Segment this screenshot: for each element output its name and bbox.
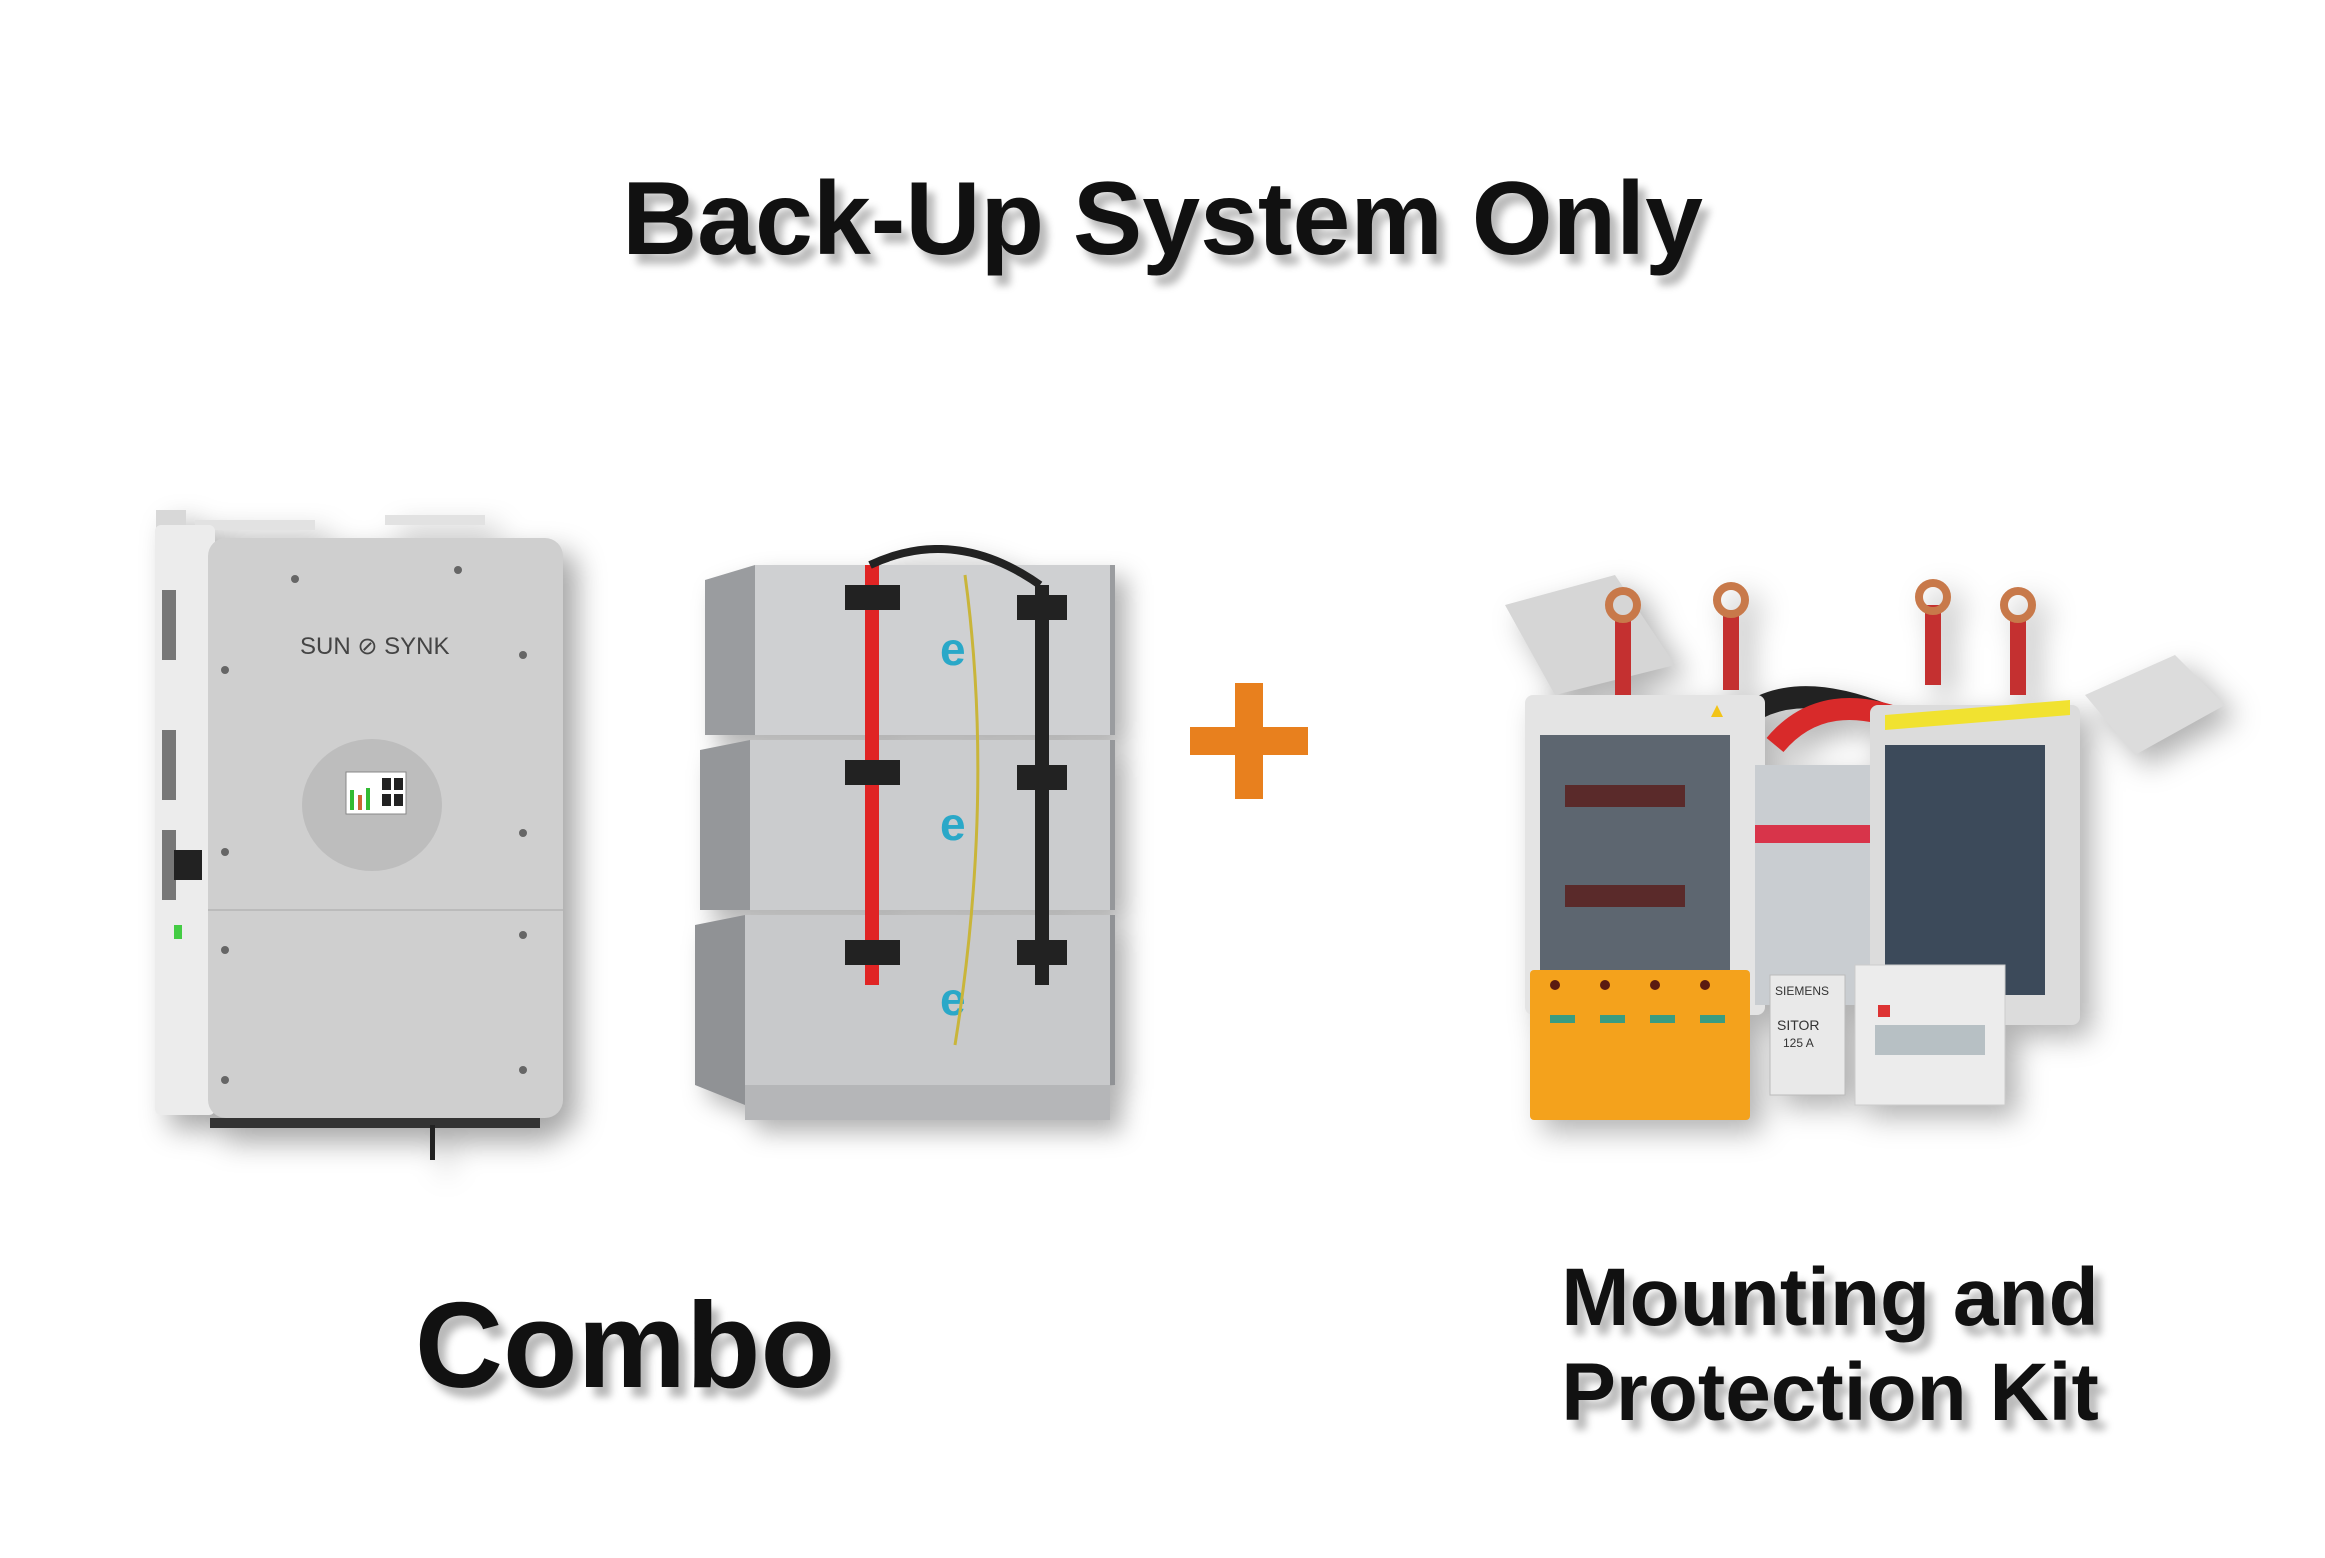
page-title: Back-Up System Only bbox=[622, 161, 1703, 277]
kit-label-line-1: Mounting and bbox=[1561, 1252, 2099, 1343]
protection-kit-image: SIEMENS SITOR 125 A bbox=[1505, 575, 2225, 1120]
svg-text:125 A: 125 A bbox=[1783, 1036, 1814, 1050]
plus-icon bbox=[1190, 683, 1308, 799]
sunsynk-logo: SUN ⊘ SYNK bbox=[300, 633, 449, 660]
inverter-image: SUN ⊘ SYNK bbox=[155, 510, 563, 1160]
battery-stack-image: e e e bbox=[695, 545, 1115, 1120]
combo-label: Combo bbox=[414, 1277, 836, 1413]
svg-text:e: e bbox=[940, 623, 966, 675]
svg-text:e: e bbox=[940, 798, 966, 850]
svg-text:SITOR: SITOR bbox=[1777, 1017, 1820, 1033]
siemens-fuse-label: SIEMENS bbox=[1775, 984, 1829, 998]
kit-label: Mounting and Protection Kit bbox=[1480, 1250, 2180, 1440]
kit-label-line-2: Protection Kit bbox=[1561, 1347, 2099, 1438]
